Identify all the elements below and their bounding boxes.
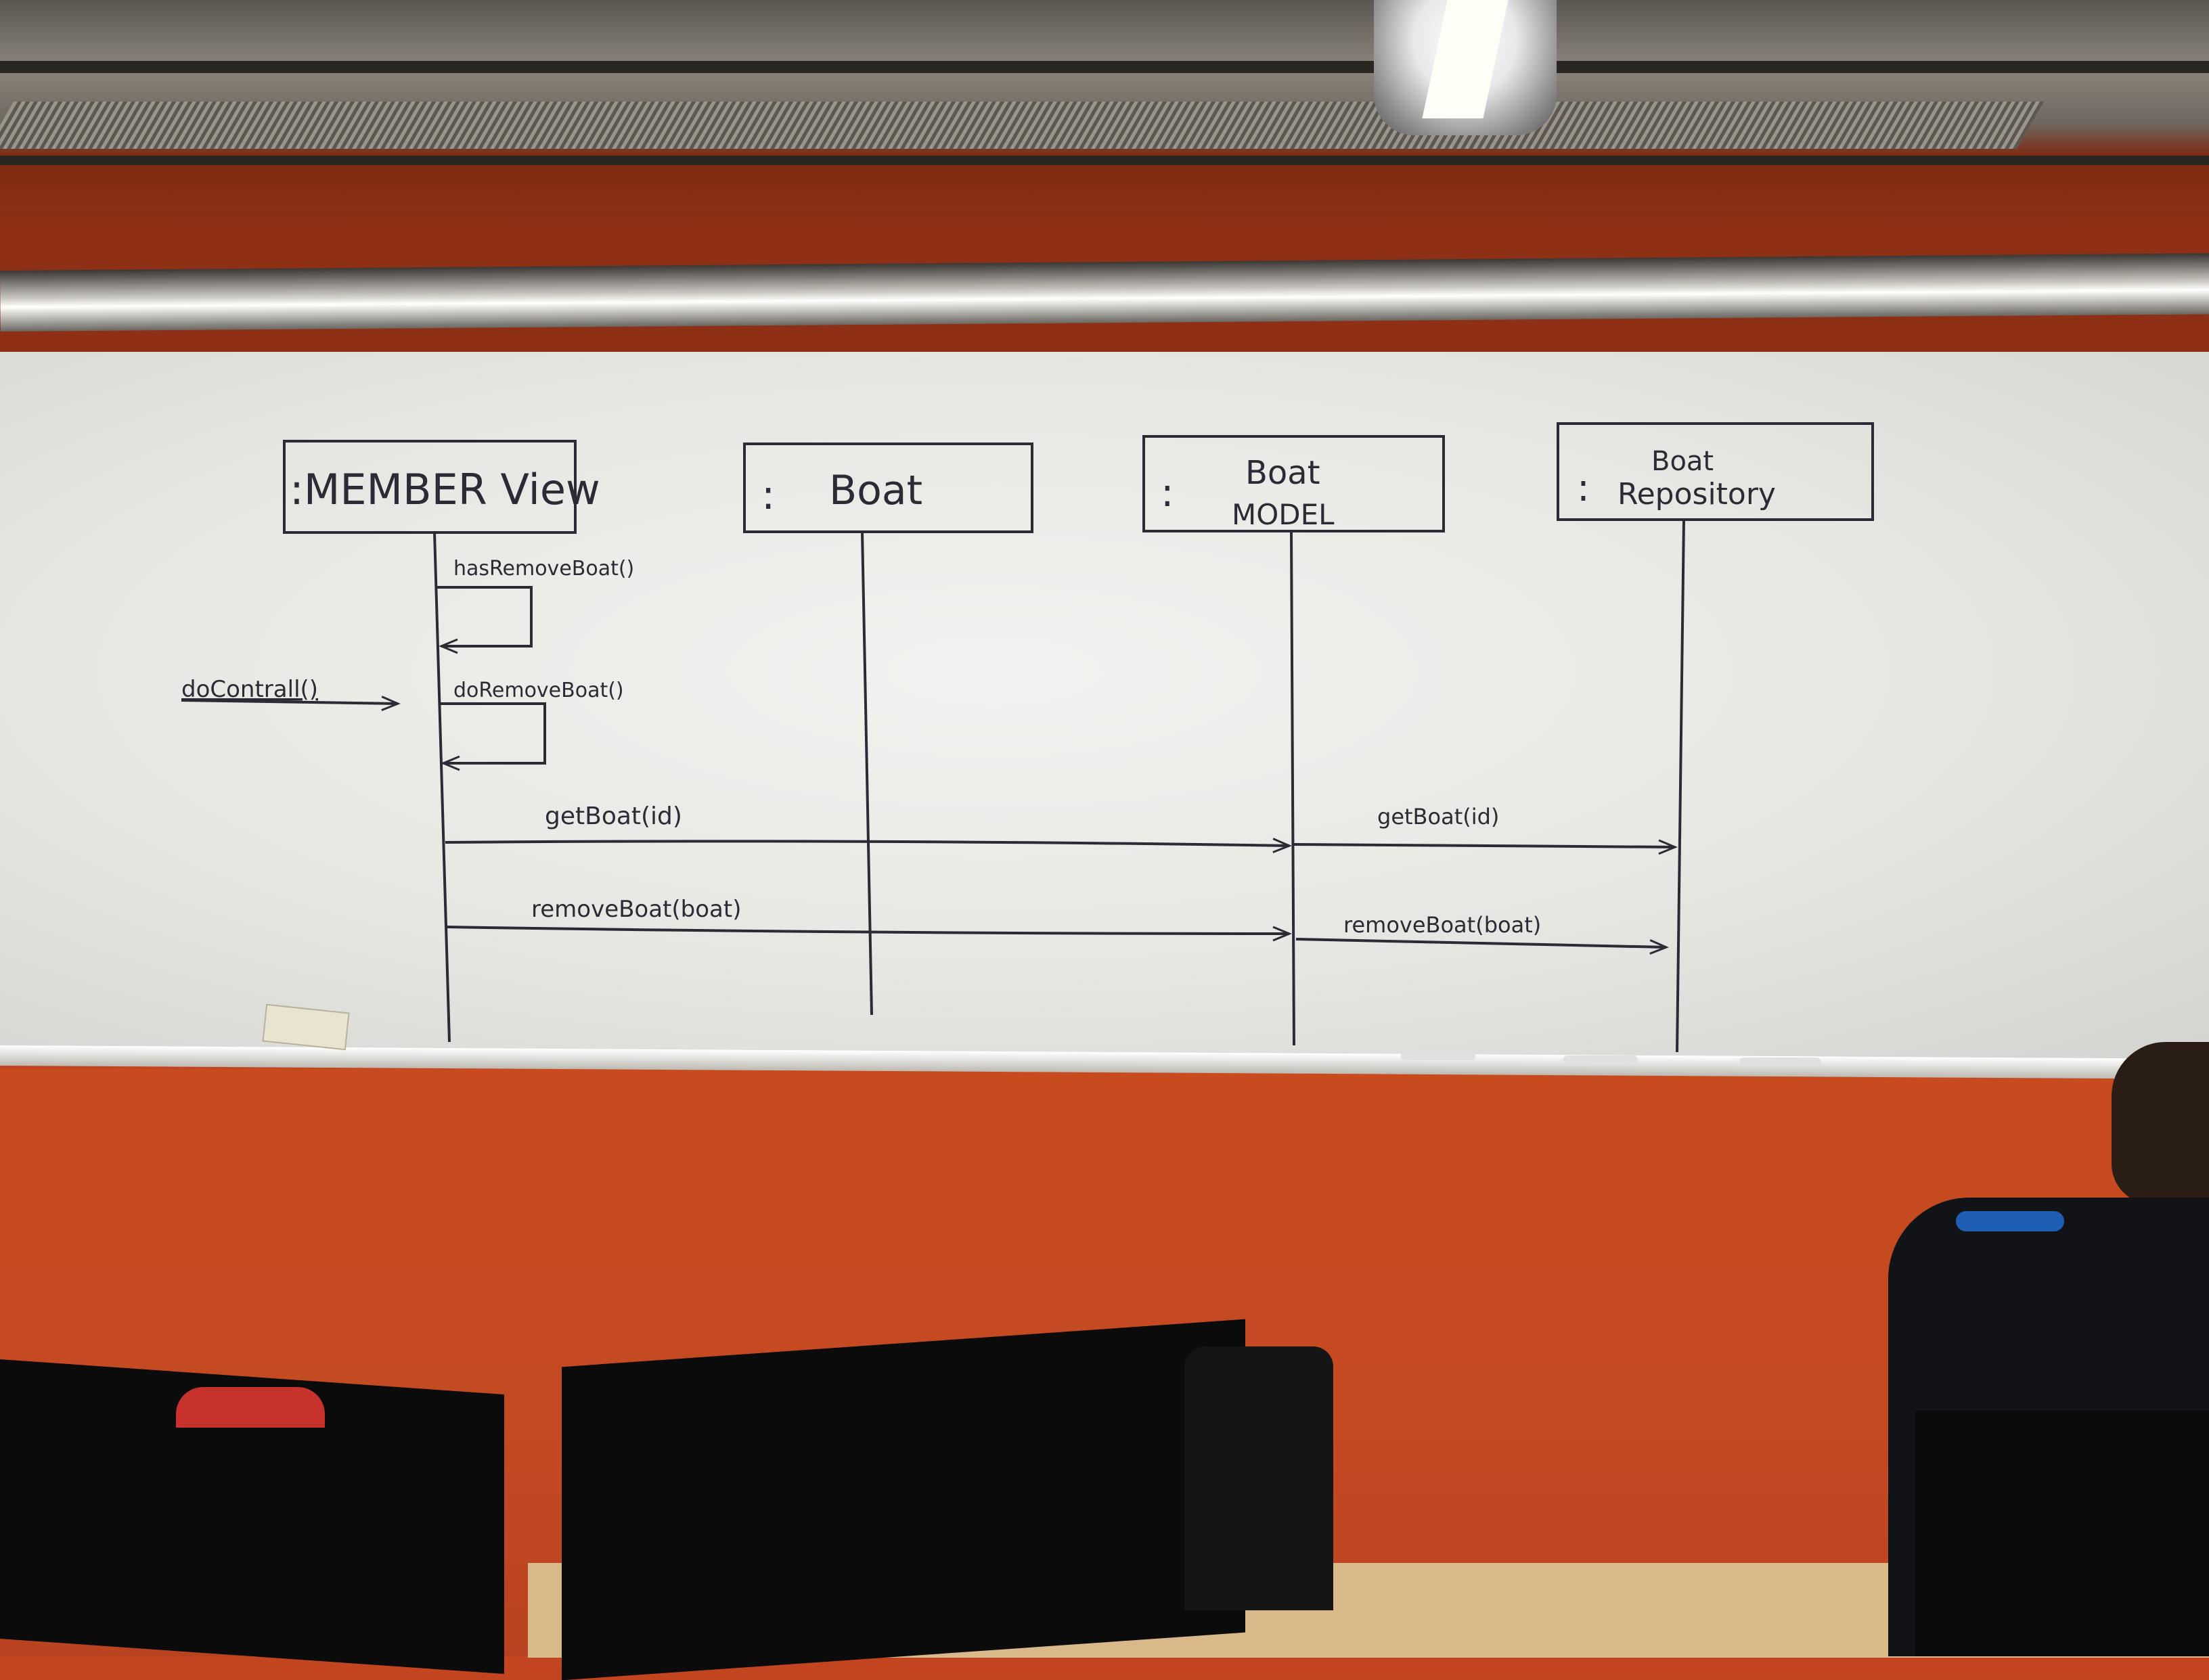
red-bag bbox=[176, 1387, 325, 1428]
message-label-remove-2: removeBoat(boat) bbox=[1343, 912, 1541, 938]
lifeline-box-boat-repository bbox=[1557, 422, 1874, 521]
lifeline-member-view bbox=[433, 532, 451, 1043]
whiteboard bbox=[0, 352, 2209, 1062]
message-label-self-1: hasRemoveBoat() bbox=[453, 557, 634, 581]
lifeline-label-boat-repository-line2: Repository bbox=[1617, 477, 1776, 512]
monitor-right bbox=[1915, 1411, 2209, 1656]
lifeline-prefix-boat-repository: : bbox=[1577, 466, 1590, 510]
lifeline-label-boat-model-line2: MODEL bbox=[1232, 498, 1335, 531]
lifeline-box-member-view bbox=[283, 440, 577, 534]
lifeline-label-boat: Boat bbox=[829, 467, 922, 514]
lifeline-box-boat bbox=[743, 442, 1033, 533]
message-label-get-2: getBoat(id) bbox=[1377, 804, 1499, 830]
message-label-remove-1: removeBoat(boat) bbox=[531, 896, 741, 923]
entry-arrow bbox=[181, 696, 401, 712]
lifeline-boat-model bbox=[1290, 530, 1295, 1046]
message-label-self-2: doRemoveBoat() bbox=[453, 679, 624, 702]
message-arrow-remove-1 bbox=[446, 926, 1292, 942]
monitor-center bbox=[562, 1319, 1245, 1680]
lifeline-prefix-boat: : bbox=[761, 472, 775, 519]
marker bbox=[1401, 1052, 1475, 1060]
lifeline-label-boat-model-line1: Boat bbox=[1245, 454, 1320, 492]
self-message-arrow-2 bbox=[439, 702, 546, 771]
person-head bbox=[2112, 1042, 2209, 1204]
marker bbox=[1739, 1058, 1821, 1066]
chair-back bbox=[1184, 1346, 1333, 1610]
message-arrow-get-1 bbox=[445, 838, 1292, 854]
lifeline-label-member-view: :MEMBER View bbox=[290, 465, 600, 514]
message-label-get-1: getBoat(id) bbox=[545, 802, 682, 830]
sequence-diagram: :MEMBER View : Boat : Boat MODEL : Boat … bbox=[181, 422, 1874, 1053]
lifeline-box-boat-model bbox=[1142, 435, 1445, 532]
marker bbox=[1563, 1055, 1638, 1064]
ceiling bbox=[0, 0, 2209, 223]
self-message-arrow-1 bbox=[437, 586, 533, 654]
ceiling-beam-lower bbox=[0, 156, 2209, 165]
message-arrow-get-2 bbox=[1293, 839, 1678, 855]
message-arrow-remove-2 bbox=[1295, 938, 1669, 955]
lifeline-boat-repository bbox=[1676, 519, 1685, 1053]
ceiling-beam bbox=[0, 61, 2209, 73]
lifeline-prefix-boat-model: : bbox=[1161, 470, 1174, 516]
lifeline-label-boat-repository-line1: Boat bbox=[1651, 446, 1714, 477]
jacket-collar bbox=[1956, 1211, 2064, 1231]
lifeline-boat bbox=[861, 531, 873, 1016]
message-label-entry: doContrall() bbox=[181, 676, 318, 703]
